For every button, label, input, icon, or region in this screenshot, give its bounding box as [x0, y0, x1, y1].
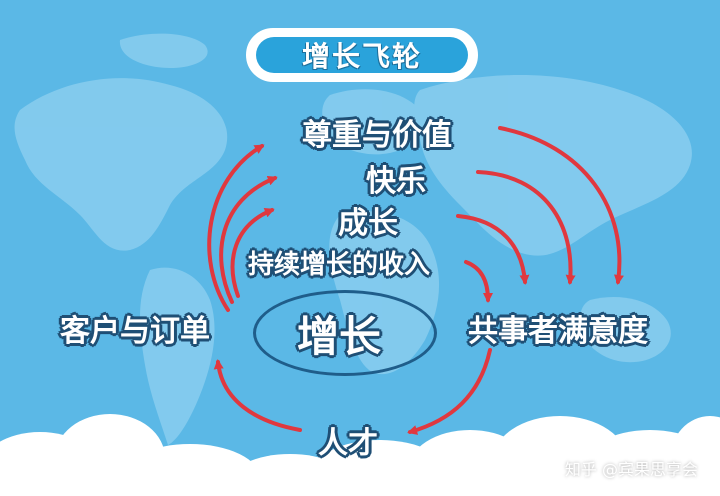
title-badge-inner: 增长飞轮 — [256, 37, 468, 73]
title-badge: 增长飞轮 — [246, 28, 478, 82]
node-happiness: 快乐 — [366, 164, 426, 199]
diagram-title: 增长飞轮 — [301, 40, 422, 73]
node-sustained-income: 持续增长的收入 — [248, 250, 431, 280]
node-respect-value: 尊重与价值 — [302, 118, 452, 153]
arrow-respect-to-satisfaction — [498, 126, 624, 285]
node-customers-orders: 客户与订单 — [60, 314, 210, 349]
center-label-growth: 增长 — [297, 312, 382, 361]
arrow-income-to-satisfaction — [464, 260, 493, 303]
arrow-talent-to-customers — [213, 359, 302, 432]
node-growth: 成长 — [338, 206, 398, 241]
arrow-customers-to-respect — [207, 144, 265, 312]
arrow-happiness-to-satisfaction — [476, 170, 576, 285]
arrow-customers-to-happiness — [219, 175, 278, 304]
center-ellipse — [253, 290, 437, 376]
arrow-customers-to-growth — [230, 208, 275, 298]
arrow-growth-to-satisfaction — [456, 214, 530, 285]
arrow-satisfaction-to-talent — [407, 348, 492, 435]
node-talent: 人才 — [318, 426, 378, 461]
watermark-text: 知乎 @宾果思享会 — [564, 460, 698, 479]
node-shared-satisfaction: 共事者满意度 — [468, 314, 648, 349]
